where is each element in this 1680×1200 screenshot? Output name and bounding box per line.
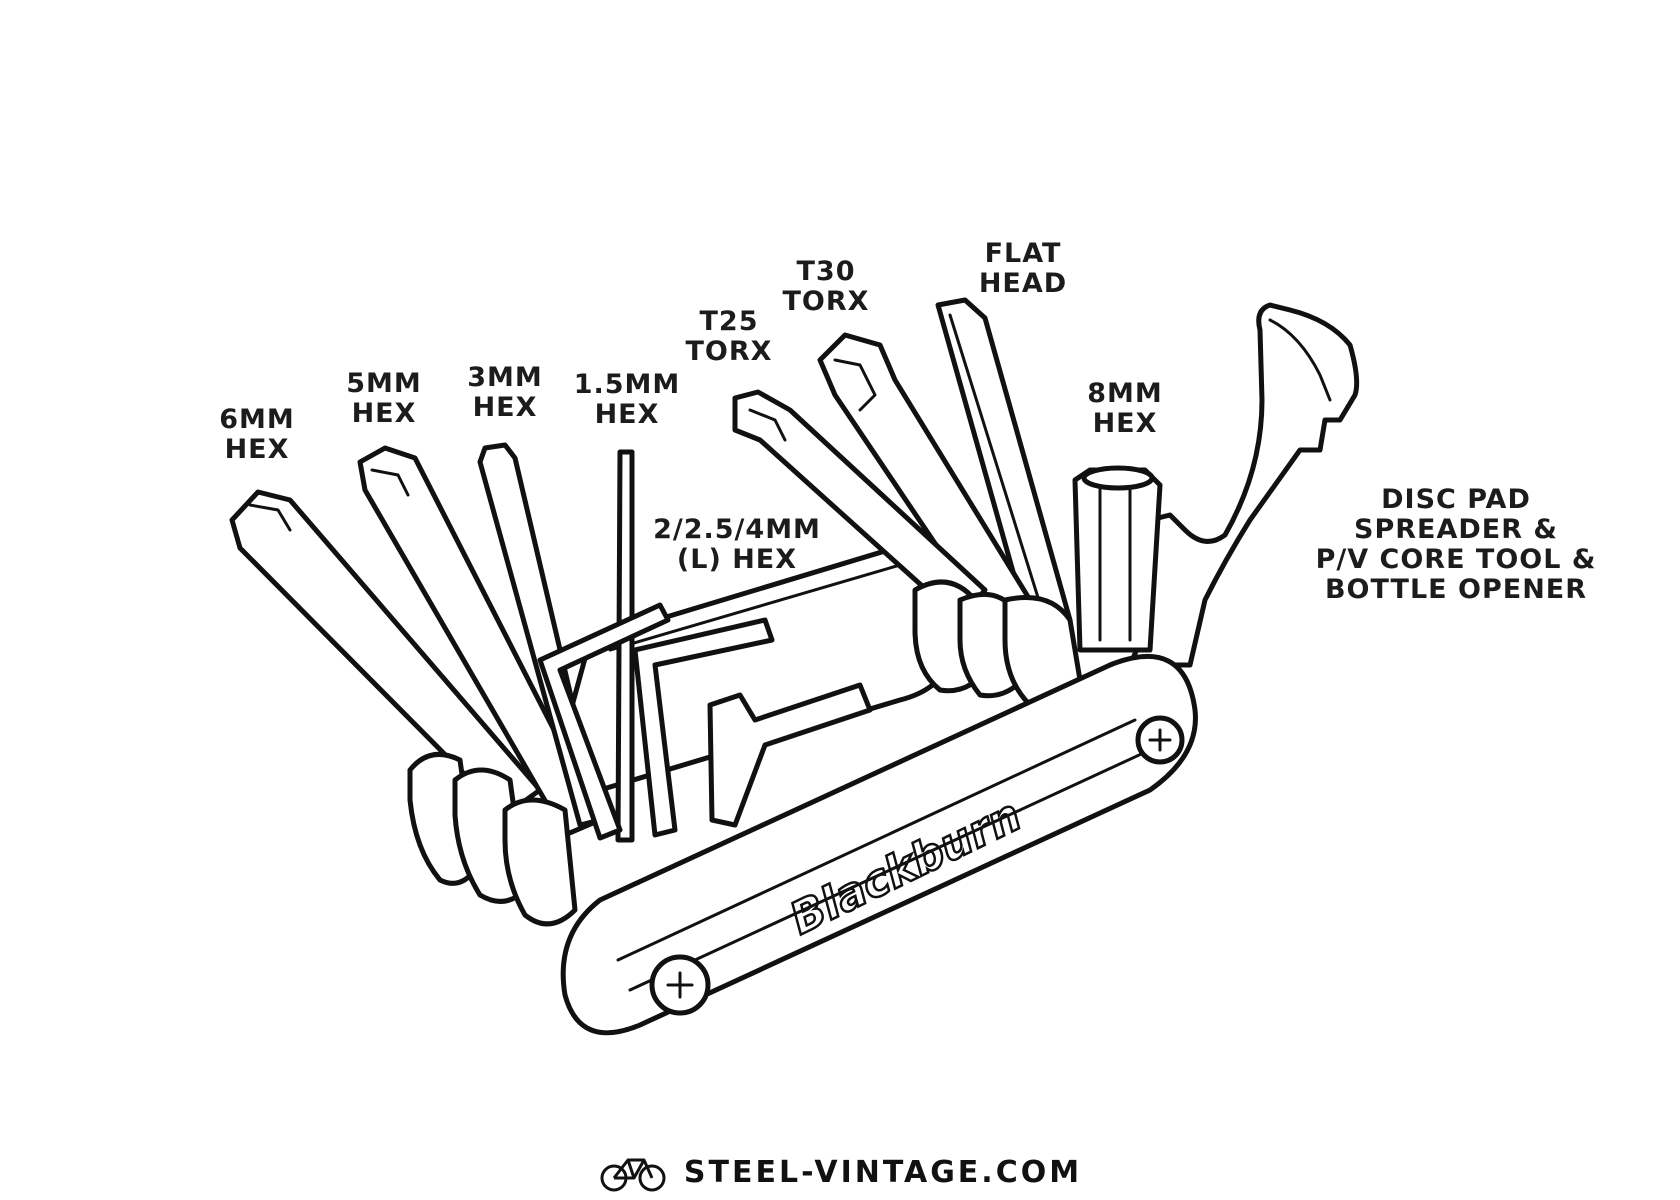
svg-text:DISC PAD: DISC PAD xyxy=(1381,484,1531,515)
label-8mm-hex: 8MM HEX xyxy=(1087,378,1163,439)
svg-text:HEX: HEX xyxy=(225,434,290,465)
svg-text:1.5MM: 1.5MM xyxy=(574,369,681,400)
svg-text:HEX: HEX xyxy=(595,399,660,430)
svg-text:HEX: HEX xyxy=(1093,408,1158,439)
svg-text:T30: T30 xyxy=(797,256,856,287)
svg-text:5MM: 5MM xyxy=(346,368,422,399)
8mm-hex-bit xyxy=(1072,465,1163,653)
label-1-5mm-hex: 1.5MM HEX xyxy=(574,369,681,430)
label-disc-pad-spreader: DISC PAD SPREADER & P/V CORE TOOL & BOTT… xyxy=(1316,484,1597,605)
label-l-hex: 2/2.5/4MM (L) HEX xyxy=(653,514,821,575)
left-hinge-bolts xyxy=(407,751,578,927)
1-5mm-hex-key xyxy=(615,449,635,843)
bicycle-logo-icon xyxy=(600,1158,666,1192)
front-hinge-knuckles xyxy=(912,579,1083,709)
svg-text:HEX: HEX xyxy=(352,398,417,429)
label-t25-torx: T25 TORX xyxy=(686,306,773,367)
footer-site[interactable]: STEEL-VINTAGE.COM xyxy=(683,1154,1083,1190)
svg-text:TORX: TORX xyxy=(686,336,773,367)
t30-torx-bit xyxy=(817,332,1033,628)
svg-text:HEX: HEX xyxy=(473,392,538,423)
svg-text:T25: T25 xyxy=(700,306,759,337)
l-hex-keys xyxy=(537,602,873,841)
label-3mm-hex: 3MM HEX xyxy=(467,362,543,423)
label-flat-head: FLAT HEAD xyxy=(979,238,1067,299)
svg-text:HEAD: HEAD xyxy=(979,268,1067,299)
svg-text:SPREADER &: SPREADER & xyxy=(1354,514,1558,545)
svg-text:2/2.5/4MM: 2/2.5/4MM xyxy=(653,514,821,545)
svg-text:8MM: 8MM xyxy=(1087,378,1163,409)
svg-text:FLAT: FLAT xyxy=(985,238,1062,269)
svg-text:TORX: TORX xyxy=(783,286,870,317)
label-t30-torx: T30 TORX xyxy=(783,256,870,317)
footer: STEEL-VINTAGE.COM xyxy=(0,1148,1680,1196)
svg-text:6MM: 6MM xyxy=(219,404,295,435)
disc-pad-spreader-tool xyxy=(1127,302,1360,668)
svg-text:3MM: 3MM xyxy=(467,362,543,393)
svg-text:(L) HEX: (L) HEX xyxy=(677,544,797,575)
label-6mm-hex: 6MM HEX xyxy=(219,404,295,465)
svg-text:BOTTLE OPENER: BOTTLE OPENER xyxy=(1325,574,1587,605)
svg-text:P/V CORE TOOL &: P/V CORE TOOL & xyxy=(1316,544,1597,575)
label-5mm-hex: 5MM HEX xyxy=(346,368,422,429)
